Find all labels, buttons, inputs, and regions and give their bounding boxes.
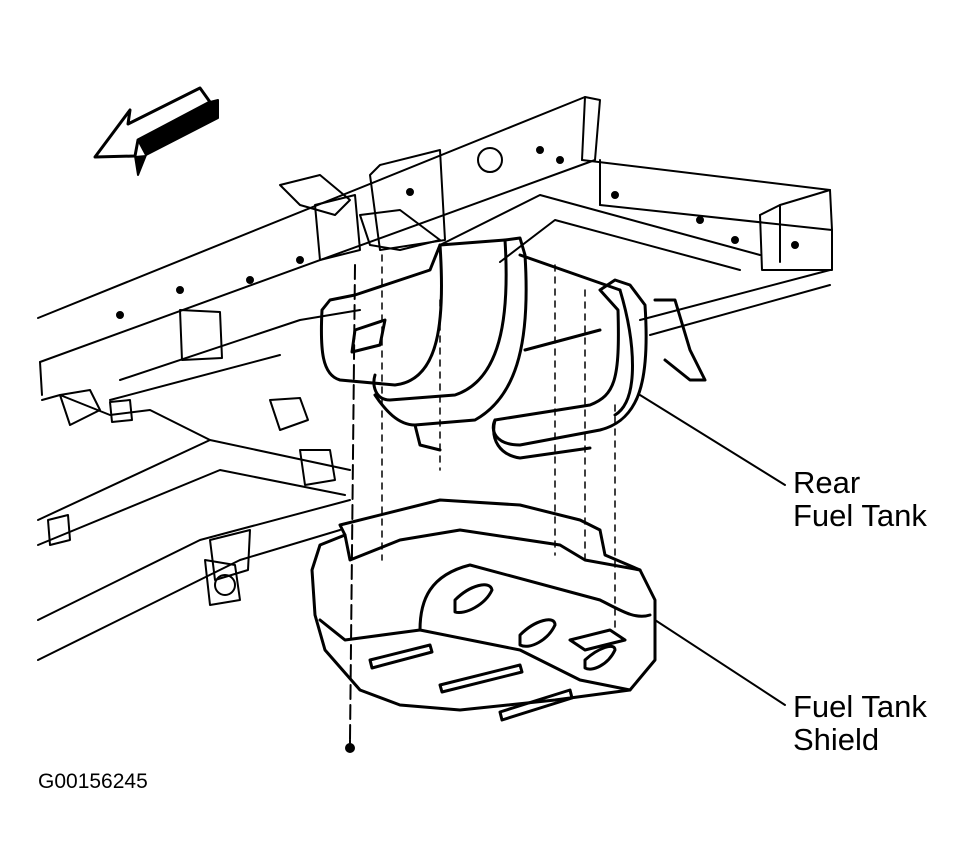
fuel-tank-shield-label-line2: Shield <box>793 722 880 757</box>
alignment-lines <box>381 254 616 631</box>
lower-frame-rail <box>37 389 351 661</box>
rear-fuel-tank-label-line2: Fuel Tank <box>793 498 927 533</box>
shield-bolt <box>345 264 356 753</box>
figure-id: G00156245 <box>38 770 148 793</box>
fuel-tank-shield-label-line1: Fuel Tank <box>793 689 927 724</box>
rear-fuel-tank-label-line1: Rear <box>793 465 861 500</box>
rear-fuel-tank-label: Rear Fuel Tank <box>793 466 927 532</box>
leader-lines <box>639 394 786 706</box>
upper-frame-rail <box>37 96 833 396</box>
fuel-tank-shield <box>310 498 657 722</box>
crossmember <box>109 194 831 423</box>
rear-fuel-tank <box>319 236 707 460</box>
tank-mount-bracket <box>279 149 446 261</box>
arrow-forward-direction-icon <box>93 86 219 176</box>
fuel-tank-shield-label: Fuel Tank Shield <box>793 690 927 756</box>
